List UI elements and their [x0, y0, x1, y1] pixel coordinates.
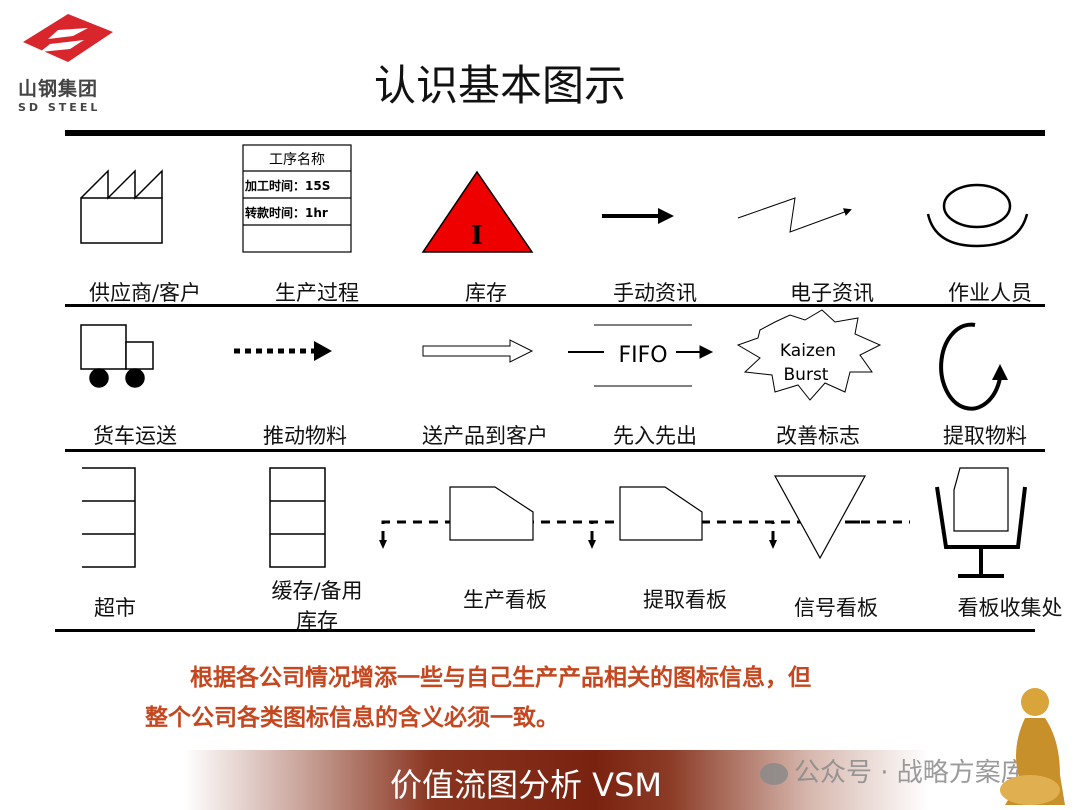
logo-name-en: SD STEEL: [18, 101, 101, 114]
signal-kanban-icon: [773, 475, 867, 560]
label-supermarket: 超市: [94, 596, 136, 620]
withdrawal-icon: [939, 322, 1008, 411]
footer-title: 价值流图分析 VSM: [390, 766, 662, 804]
footer-bar: [0, 750, 1080, 810]
fifo-lane-icon: [568, 324, 714, 387]
inventory-triangle-icon: [421, 170, 534, 253]
label-kanban-post: 看板收集处: [957, 596, 1063, 620]
logo-mark-icon: [23, 14, 113, 62]
note-line-2: 整个公司各类图标信息的含义必须一致。: [145, 705, 559, 731]
process-box-icon: [242, 144, 352, 253]
thinker-figure-icon: [1000, 688, 1065, 805]
label-signal-kanban: 信号看板: [794, 596, 878, 620]
watermark-text: 公众号 · 战略方案库: [794, 758, 1027, 788]
kanban-post-icon: [935, 467, 1027, 578]
watermark: 公众号 · 战略方案库: [760, 752, 1027, 789]
label-production-kanban: 生产看板: [463, 588, 547, 612]
label-buffer-stock: 库存: [296, 609, 338, 633]
company-logo: 山钢集团 SD STEEL: [18, 12, 118, 114]
manual-info-arrow-icon: [602, 208, 674, 224]
wechat-icon: [760, 762, 788, 785]
kanban-arrow-icons: [379, 540, 777, 549]
label-push: 推动物料: [263, 424, 347, 448]
shipment-arrow-icon: [422, 339, 534, 363]
logo-name-cn: 山钢集团: [18, 78, 99, 100]
kaizen-burst-icon: [736, 309, 882, 401]
operator-icon: [926, 183, 1029, 248]
label-process: 生产过程: [275, 281, 359, 305]
truck-icon: [80, 324, 154, 388]
label-withdrawal: 提取物料: [943, 424, 1027, 448]
label-kaizen: 改善标志: [776, 424, 860, 448]
process-changeover-time: 转款时间：1hr: [245, 205, 328, 220]
label-truck-shipment: 货车运送: [93, 424, 177, 448]
kanban-dashed-line: [381, 520, 910, 540]
note-line-1: 根据各公司情况增添一些与自己生产产品相关的图标信息，但: [190, 665, 811, 691]
electronic-info-arrow-icon: [737, 197, 852, 233]
label-shipment: 送产品到客户: [422, 424, 548, 448]
kaizen-label-1: Kaizen: [780, 341, 836, 361]
label-supplier-customer: 供应商/客户: [88, 281, 202, 305]
label-electronic-info: 电子资讯: [790, 281, 874, 305]
withdrawal-kanban-icon: [619, 486, 703, 541]
process-cycle-time: 加工时间：15S: [244, 178, 330, 193]
vsm-icons: 工序名称 加工时间：15S 转款时间：1hr I FIFO Kaizen Bur…: [80, 144, 1029, 578]
buffer-stock-icon: [269, 467, 326, 568]
label-buffer: 缓存/备用: [271, 579, 363, 603]
divider: [65, 130, 1045, 136]
label-withdrawal-kanban: 提取看板: [643, 588, 727, 612]
label-inventory: 库存: [465, 281, 507, 305]
fifo-label: FIFO: [618, 343, 667, 368]
factory-icon: [80, 169, 163, 244]
kaizen-label-2: Burst: [784, 365, 829, 385]
page-title: 认识基本图示: [373, 61, 627, 110]
divider: [55, 629, 1035, 632]
label-manual-info: 手动资讯: [613, 281, 697, 305]
production-kanban-icon: [449, 486, 534, 541]
divider: [65, 304, 1045, 307]
inventory-mark: I: [471, 221, 483, 251]
label-fifo: 先入先出: [613, 424, 697, 448]
divider: [65, 449, 1045, 452]
supermarket-icon: [82, 467, 136, 568]
label-operator: 作业人员: [948, 281, 1032, 305]
process-name: 工序名称: [269, 152, 325, 168]
push-arrow-icon: [234, 341, 332, 361]
